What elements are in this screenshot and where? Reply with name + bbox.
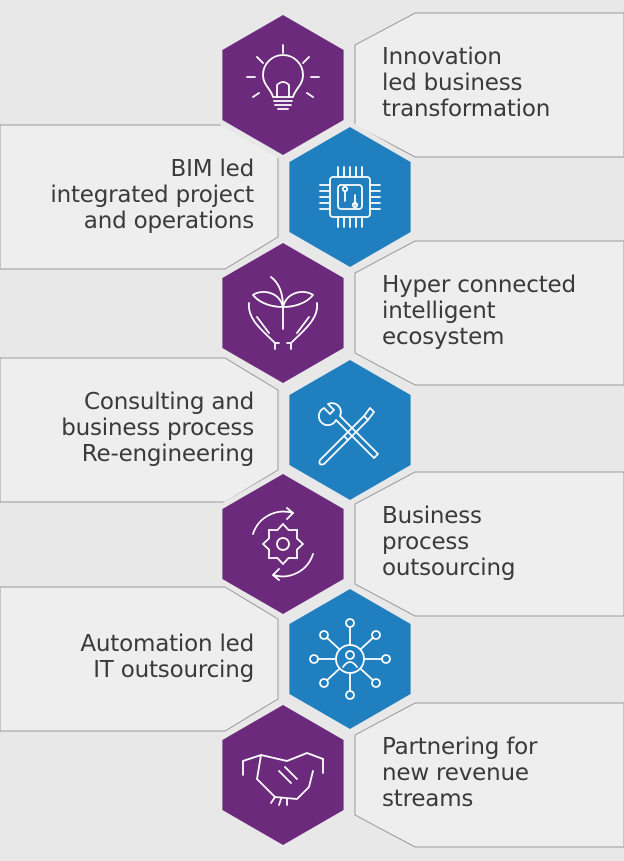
label-line: and operations: [83, 208, 254, 234]
gear-cycle-icon: [252, 507, 314, 581]
label-line: process: [382, 529, 469, 555]
label-line: Re-engineering: [81, 441, 254, 467]
label-line: outsourcing: [382, 555, 516, 581]
hexagon-2: [284, 121, 416, 273]
panel-right: [354, 471, 624, 617]
network-user-icon: [309, 618, 391, 700]
label-line: streams: [382, 786, 474, 812]
hexagon-fill: [289, 127, 411, 267]
hexagon-7: [217, 699, 349, 851]
hexagon-5: [217, 468, 349, 620]
hexagon-3: [217, 237, 349, 389]
hexagon-layer: [217, 9, 416, 851]
label-line: Partnering for: [382, 734, 538, 760]
label-line: integrated project: [50, 182, 254, 208]
label-line: led business: [382, 70, 523, 96]
handshake-icon: [242, 752, 324, 806]
wrench-screwdriver-icon: [317, 402, 379, 466]
hexagon-fill: [222, 474, 344, 614]
panel-left: [0, 586, 279, 732]
label-line: intelligent: [382, 298, 496, 324]
hexagon-4: [284, 354, 416, 506]
label-line: BIM led: [170, 156, 255, 182]
label-line: Automation led: [80, 631, 254, 657]
panel-layer: [0, 12, 624, 848]
lightbulb-icon: [246, 44, 320, 110]
label-line: IT outsourcing: [93, 657, 254, 683]
label-line: Business: [382, 503, 482, 529]
label-line: transformation: [382, 96, 551, 122]
circuit-chip-icon: [319, 166, 381, 228]
panel-left: [0, 357, 279, 503]
hexagon-1: [217, 9, 349, 161]
hexagon-fill: [222, 15, 344, 155]
label-line: new revenue: [382, 760, 529, 786]
panel-right: [354, 702, 624, 848]
label-line: ecosystem: [382, 324, 505, 350]
label-line: business process: [61, 415, 254, 441]
label-line: Consulting and: [83, 389, 254, 415]
panel-right: [354, 240, 624, 386]
plant-in-hands-icon: [248, 276, 318, 350]
hexagon-6: [284, 583, 416, 735]
label-line: Hyper connected: [382, 272, 576, 298]
label-line: Innovation: [382, 44, 502, 70]
